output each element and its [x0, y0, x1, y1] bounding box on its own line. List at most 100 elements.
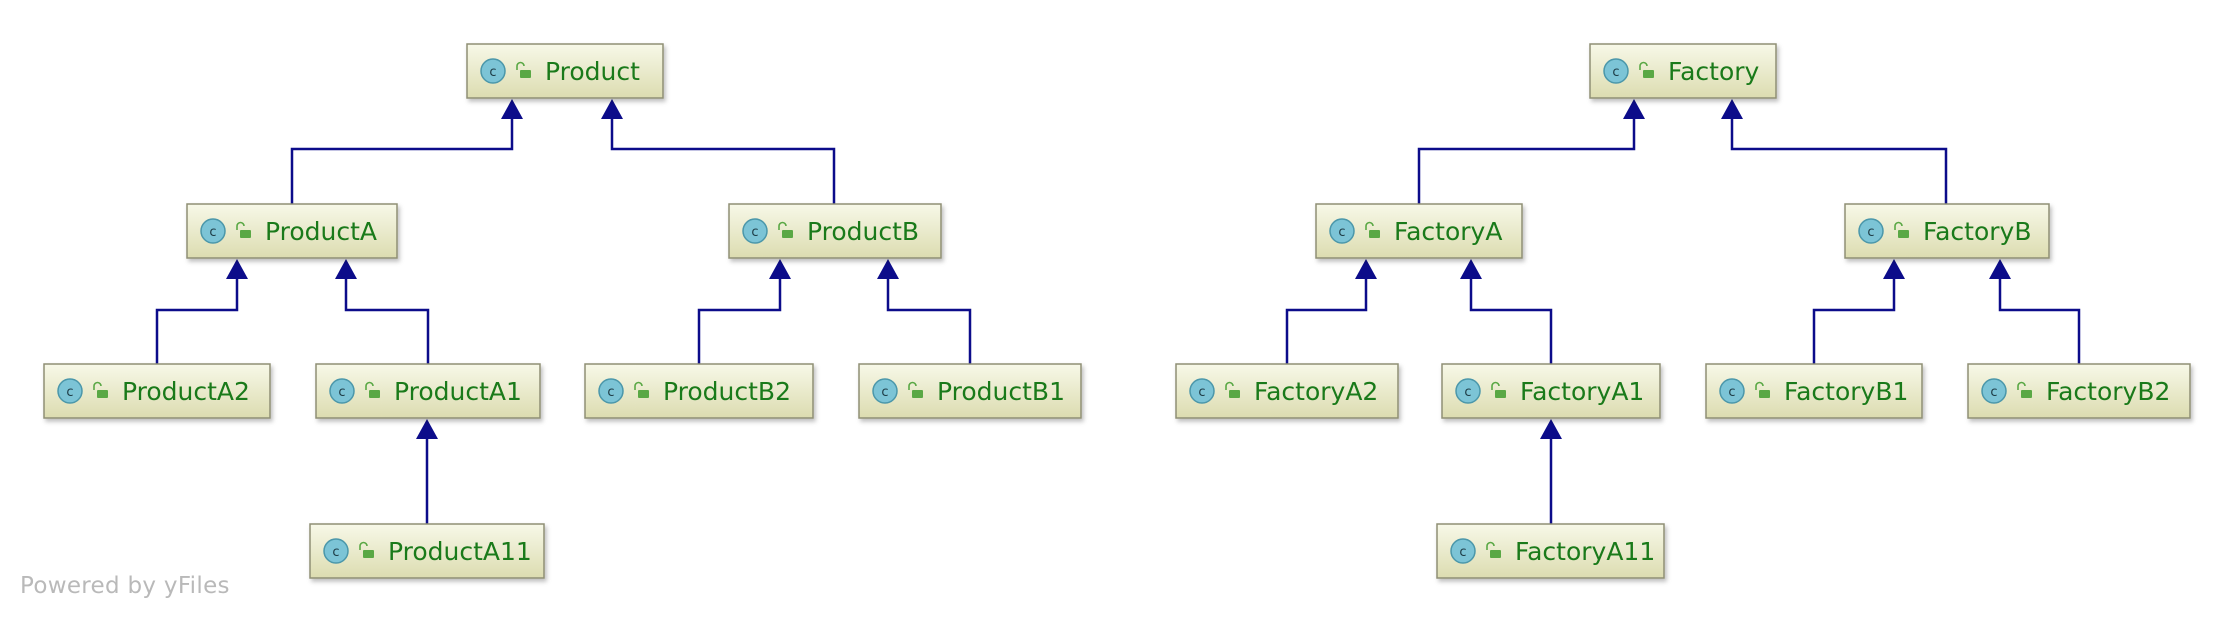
inheritance-edge-factoryA-to-factory [1417, 99, 1645, 204]
svg-text:c: c [66, 385, 73, 400]
class-node-label: ProductB2 [663, 377, 791, 406]
edge-line [1812, 279, 1896, 364]
class-c-badge-icon: c [1603, 58, 1629, 84]
class-node-productA[interactable]: c ProductA [186, 203, 398, 259]
svg-text:c: c [881, 385, 888, 400]
class-c-badge-icon: c [200, 218, 226, 244]
edge-line [1998, 279, 2081, 364]
inheritance-arrowhead-icon [226, 259, 248, 279]
inheritance-edge-productB-to-product [601, 99, 836, 204]
class-node-factoryA[interactable]: c FactoryA [1315, 203, 1523, 259]
class-node-productA11[interactable]: c ProductA11 [309, 523, 545, 579]
class-c-badge-icon: c [1189, 378, 1215, 404]
inheritance-arrowhead-icon [1355, 259, 1377, 279]
class-c-badge-icon: c [1858, 218, 1884, 244]
class-c-badge-icon: c [57, 378, 83, 404]
class-c-badge-icon: c [872, 378, 898, 404]
public-unlock-icon [2017, 381, 2032, 398]
class-c-badge-icon: c [1981, 378, 2007, 404]
class-node-factoryB2[interactable]: c FactoryB2 [1967, 363, 2191, 419]
class-node-productB2[interactable]: c ProductB2 [584, 363, 814, 419]
inheritance-arrowhead-icon [1540, 419, 1562, 439]
inheritance-arrowhead-icon [769, 259, 791, 279]
class-node-label: FactoryB1 [1784, 377, 1908, 406]
svg-text:c: c [489, 65, 496, 80]
inheritance-arrowhead-icon [335, 259, 357, 279]
inheritance-arrowhead-icon [877, 259, 899, 279]
class-c-badge-icon: c [1329, 218, 1355, 244]
class-c-badge-icon: c [480, 58, 506, 84]
edge-line [155, 279, 239, 364]
public-unlock-icon [1225, 381, 1240, 398]
class-node-productA1[interactable]: c ProductA1 [315, 363, 541, 419]
public-unlock-icon [93, 381, 108, 398]
class-node-factoryA1[interactable]: c FactoryA1 [1441, 363, 1661, 419]
inheritance-edge-productA1-to-productA [335, 259, 430, 364]
class-node-factoryB1[interactable]: c FactoryB1 [1705, 363, 1923, 419]
class-node-label: ProductA11 [388, 537, 532, 566]
svg-text:c: c [209, 225, 216, 240]
class-node-label: Factory [1668, 57, 1760, 86]
edge-line [1417, 119, 1636, 204]
class-c-badge-icon: c [742, 218, 768, 244]
class-node-label: FactoryA1 [1520, 377, 1644, 406]
class-node-label: ProductA [265, 217, 377, 246]
svg-text:c: c [1464, 385, 1471, 400]
inheritance-arrowhead-icon [1623, 99, 1645, 119]
class-node-label: FactoryA11 [1515, 537, 1655, 566]
watermark: Powered by yFiles [20, 573, 230, 599]
inheritance-edge-factoryB-to-factory [1721, 99, 1948, 204]
svg-text:c: c [751, 225, 758, 240]
svg-text:c: c [332, 545, 339, 560]
public-unlock-icon [1894, 221, 1909, 238]
inheritance-edge-productA11-to-productA1 [416, 419, 438, 524]
class-node-label: ProductA1 [394, 377, 522, 406]
class-node-label: FactoryB [1923, 217, 2031, 246]
inheritance-edge-productB1-to-productB [877, 259, 972, 364]
class-node-factory[interactable]: c Factory [1589, 43, 1777, 99]
edge-line [697, 279, 782, 364]
class-node-productB[interactable]: c ProductB [728, 203, 942, 259]
public-unlock-icon [516, 61, 531, 78]
class-node-label: ProductB [807, 217, 919, 246]
public-unlock-icon [1639, 61, 1654, 78]
class-node-box [43, 363, 271, 419]
svg-text:c: c [1198, 385, 1205, 400]
inheritance-arrowhead-icon [601, 99, 623, 119]
inheritance-edge-productA-to-product [290, 99, 523, 204]
svg-text:c: c [1867, 225, 1874, 240]
inheritance-arrowhead-icon [1721, 99, 1743, 119]
edge-line [1469, 279, 1553, 364]
svg-text:c: c [1990, 385, 1997, 400]
svg-text:c: c [1459, 545, 1466, 560]
edge-line [290, 119, 514, 204]
class-node-factoryB[interactable]: c FactoryB [1844, 203, 2050, 259]
class-c-badge-icon: c [598, 378, 624, 404]
svg-text:c: c [1728, 385, 1735, 400]
public-unlock-icon [365, 381, 380, 398]
class-node-box [1844, 203, 2050, 259]
class-c-badge-icon: c [1455, 378, 1481, 404]
edge-line [886, 279, 972, 364]
svg-text:c: c [1612, 65, 1619, 80]
class-node-factoryA11[interactable]: c FactoryA11 [1436, 523, 1665, 579]
class-c-badge-icon: c [323, 538, 349, 564]
class-node-label: FactoryB2 [2046, 377, 2170, 406]
inheritance-edge-factoryB1-to-factoryB [1812, 259, 1905, 364]
svg-text:c: c [607, 385, 614, 400]
svg-text:c: c [1338, 225, 1345, 240]
inheritance-edge-productB2-to-productB [697, 259, 791, 364]
public-unlock-icon [634, 381, 649, 398]
class-c-badge-icon: c [1719, 378, 1745, 404]
class-c-badge-icon: c [329, 378, 355, 404]
svg-text:c: c [338, 385, 345, 400]
public-unlock-icon [1491, 381, 1506, 398]
class-node-label: FactoryA [1394, 217, 1502, 246]
inheritance-edges [155, 99, 2081, 524]
public-unlock-icon [1486, 541, 1501, 558]
